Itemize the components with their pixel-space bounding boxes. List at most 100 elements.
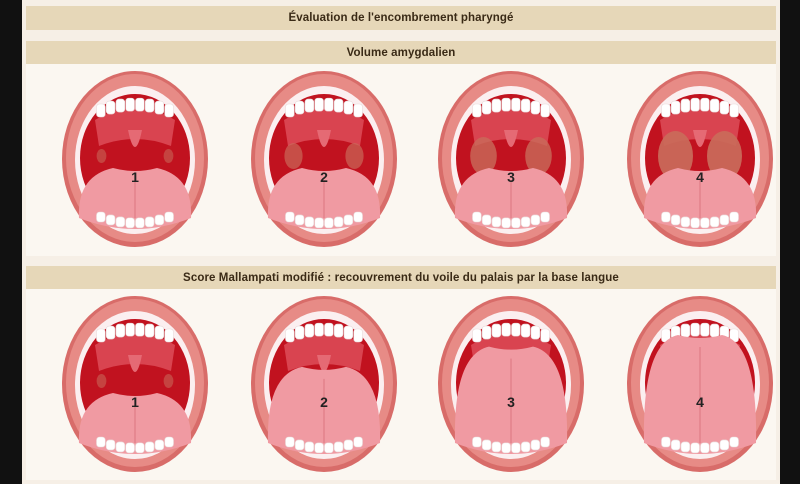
grade-label: 2	[320, 394, 328, 410]
tooth	[680, 216, 691, 228]
tooth	[491, 323, 502, 338]
grade-label: 1	[131, 394, 139, 410]
tooth	[472, 211, 482, 223]
tooth	[343, 214, 354, 226]
right-tonsil	[707, 131, 742, 181]
grade-label: 1	[131, 169, 139, 185]
lower-teeth	[285, 436, 363, 454]
tooth	[125, 442, 135, 454]
tooth	[144, 98, 155, 113]
tooth	[154, 439, 165, 451]
tooth	[314, 442, 324, 454]
tooth	[333, 441, 344, 453]
tooth	[294, 214, 305, 226]
tooth	[690, 97, 700, 112]
mouth-grade-1: 1	[60, 68, 210, 250]
tooth	[700, 217, 710, 229]
tonsil-volume-panel: 1 2 3 4	[26, 64, 776, 256]
tooth	[680, 441, 691, 453]
mouth-illustration: 3	[438, 71, 584, 247]
tooth	[285, 436, 295, 448]
tooth	[709, 216, 720, 228]
tooth	[511, 97, 521, 112]
tooth	[481, 214, 492, 226]
tooth	[540, 436, 550, 448]
left-tonsil	[284, 143, 303, 169]
tooth	[343, 325, 354, 340]
tooth	[729, 436, 739, 448]
tooth	[491, 441, 502, 453]
section-heading-tonsil-volume: Volume amygdalien	[26, 41, 776, 64]
uvula	[128, 130, 142, 147]
soft-palate	[95, 108, 175, 146]
tooth	[294, 439, 305, 451]
upper-teeth	[472, 97, 550, 118]
upper-teeth	[661, 97, 739, 118]
tooth	[540, 103, 550, 118]
upper-teeth	[285, 97, 363, 118]
tooth	[96, 436, 106, 448]
tooth	[164, 436, 174, 448]
mouth-illustration: 4	[627, 71, 773, 247]
mouth-illustration: 1	[62, 71, 208, 247]
tooth	[520, 98, 531, 113]
tooth	[501, 442, 511, 454]
tooth	[324, 322, 334, 337]
tooth	[314, 217, 324, 229]
tooth	[115, 98, 126, 113]
grade-label: 4	[696, 169, 704, 185]
tooth	[135, 97, 145, 112]
tooth	[661, 436, 671, 448]
tooth	[501, 322, 511, 337]
lower-teeth	[661, 436, 739, 454]
mouth-illustration: 4	[627, 296, 773, 472]
left-tonsil	[96, 149, 107, 163]
tooth	[154, 214, 165, 226]
tooth	[700, 442, 710, 454]
tooth	[105, 100, 116, 115]
mouth-grade-4: 4	[625, 68, 775, 250]
tooth	[304, 323, 315, 338]
tooth	[690, 217, 700, 229]
tooth	[729, 211, 739, 223]
lower-teeth	[285, 211, 363, 229]
upper-teeth	[285, 322, 363, 343]
tooth	[96, 103, 106, 118]
tooth	[135, 322, 145, 337]
tooth	[164, 211, 174, 223]
tooth	[105, 214, 116, 226]
uvula	[693, 130, 707, 147]
tooth	[520, 323, 531, 338]
tooth	[154, 100, 165, 115]
tooth	[680, 323, 691, 338]
tooth	[115, 441, 126, 453]
left-tonsil	[658, 131, 693, 181]
tooth	[501, 217, 511, 229]
tooth	[314, 97, 324, 112]
tooth	[285, 211, 295, 223]
upper-teeth	[472, 322, 550, 343]
tooth	[304, 216, 315, 228]
tooth	[530, 325, 541, 340]
grade-label: 2	[320, 169, 328, 185]
soft-palate	[95, 333, 175, 371]
left-tonsil	[470, 137, 497, 175]
lower-teeth	[661, 211, 739, 229]
tooth	[530, 439, 541, 451]
tooth	[314, 322, 324, 337]
figure-title: Évaluation de l'encombrement pharyngé	[26, 6, 776, 30]
tooth	[530, 100, 541, 115]
tooth	[353, 103, 363, 118]
grade-label: 3	[507, 394, 515, 410]
tooth	[324, 217, 334, 229]
tooth	[511, 322, 521, 337]
lower-teeth	[96, 211, 174, 229]
right-tonsil	[163, 374, 174, 388]
tooth	[709, 441, 720, 453]
tooth	[343, 100, 354, 115]
figure-page: Évaluation de l'encombrement pharyngé Vo…	[22, 0, 780, 484]
tooth	[285, 103, 295, 118]
tooth	[729, 103, 739, 118]
tooth	[719, 100, 730, 115]
tooth	[540, 328, 550, 343]
